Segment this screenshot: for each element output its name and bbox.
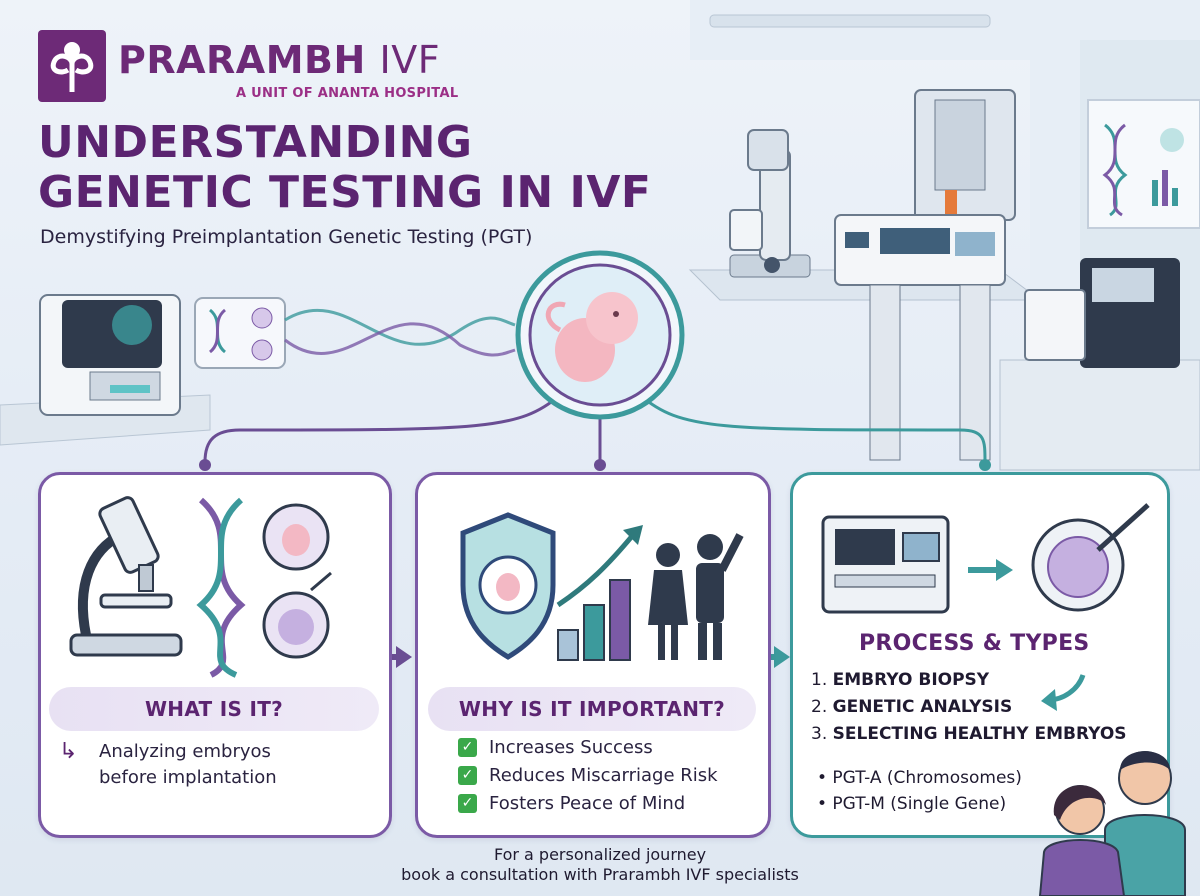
- list-item: ✓ Reduces Miscarriage Risk: [458, 761, 718, 789]
- step-number: 2.: [811, 697, 828, 717]
- panel-what-is-it: WHAT IS IT? ↳ Analyzing embryos before i…: [38, 472, 392, 838]
- dna-icon: [196, 497, 246, 678]
- pgt-types: • PGT-A (Chromosomes) • PGT-M (Single Ge…: [817, 765, 1022, 817]
- process-heading: PROCESS & TYPES: [859, 631, 1090, 656]
- couple-icon: [1038, 751, 1186, 896]
- why-benefits-list: ✓ Increases Success ✓ Reduces Miscarriage …: [458, 733, 718, 817]
- brand-name-suffix: IVF: [379, 38, 441, 82]
- brand-name: PRARAMBH IVF: [118, 38, 440, 82]
- family-icon: [648, 533, 744, 660]
- step-number: 1.: [811, 670, 828, 690]
- check-icon: ✓: [458, 737, 477, 757]
- dna-speech-bubble: [194, 297, 286, 369]
- return-arrow-icon: ↳: [59, 739, 78, 764]
- logo-icon: [38, 30, 106, 102]
- center-embryo-icon: [515, 250, 685, 420]
- list-item: 3. SELECTING HEALTHY EMBRYOS: [811, 721, 1127, 748]
- benefit-label: Increases Success: [489, 736, 653, 758]
- benefit-label: Reduces Miscarriage Risk: [489, 764, 718, 786]
- microscope-icon: [69, 496, 183, 657]
- wall-poster: [1087, 99, 1200, 229]
- left-lab-machine: [39, 294, 181, 416]
- step-number: 3.: [811, 724, 828, 744]
- what-description: ↳ Analyzing embryos before implantation: [59, 739, 277, 791]
- biopsy-icon: [1031, 503, 1150, 612]
- footer-cta: For a personalized journey book a consul…: [0, 845, 1200, 885]
- embryo-icon: [262, 503, 332, 659]
- step-label: GENETIC ANALYSIS: [832, 697, 1013, 717]
- panel-why-important: WHY IS IT IMPORTANT? ✓ Increases Success …: [415, 472, 771, 838]
- step-label: SELECTING HEALTHY EMBRYOS: [832, 724, 1127, 744]
- check-icon: ✓: [458, 793, 477, 813]
- panel-process-types: PROCESS & TYPES 1. EMBRYO BIOPSY 2. GENE…: [790, 472, 1170, 838]
- page-subtitle: Demystifying Preimplantation Genetic Tes…: [40, 226, 533, 248]
- panel-why-illustration: [460, 512, 744, 661]
- list-item: 2. GENETIC ANALYSIS: [811, 694, 1127, 721]
- list-item: ✓ Increases Success: [458, 733, 718, 761]
- list-item: • PGT-M (Single Gene): [817, 794, 1007, 814]
- what-text-line2: before implantation: [99, 767, 277, 788]
- footer-line1: For a personalized journey: [493, 845, 707, 864]
- check-icon: ✓: [458, 765, 477, 785]
- panel-what-illustration: [69, 496, 332, 678]
- page-title: UNDERSTANDING GENETIC TESTING IN IVF: [38, 118, 651, 218]
- why-heading: WHY IS IT IMPORTANT?: [428, 687, 756, 731]
- step-label: EMBRYO BIOPSY: [832, 670, 990, 690]
- benefit-label: Fosters Peace of Mind: [489, 792, 686, 814]
- bench-microscope-icon: [729, 129, 811, 278]
- brand-tagline: A UNIT OF ANANTA HOSPITAL: [236, 86, 459, 101]
- list-item: 1. EMBRYO BIOPSY: [811, 667, 1127, 694]
- lab-machine-icon: [821, 515, 950, 614]
- what-text-line1: Analyzing embryos: [99, 741, 271, 762]
- shield-icon: [460, 512, 556, 660]
- lab-analyzer-machine: [834, 89, 1016, 461]
- list-item: • PGT-A (Chromosomes): [817, 768, 1022, 788]
- panel-process-illustration: [821, 503, 1150, 711]
- side-device: [1024, 258, 1180, 368]
- page-title-line1: UNDERSTANDING: [38, 117, 473, 168]
- growth-chart-icon: [556, 525, 643, 661]
- page-title-line2: GENETIC TESTING IN IVF: [38, 167, 652, 218]
- process-steps: 1. EMBRYO BIOPSY 2. GENETIC ANALYSIS 3. …: [811, 667, 1127, 748]
- footer-line2: book a consultation with Prarambh IVF sp…: [401, 865, 799, 884]
- brand-name-main: PRARAMBH: [118, 38, 366, 82]
- list-item: ✓ Fosters Peace of Mind: [458, 789, 718, 817]
- what-heading: WHAT IS IT?: [49, 687, 379, 731]
